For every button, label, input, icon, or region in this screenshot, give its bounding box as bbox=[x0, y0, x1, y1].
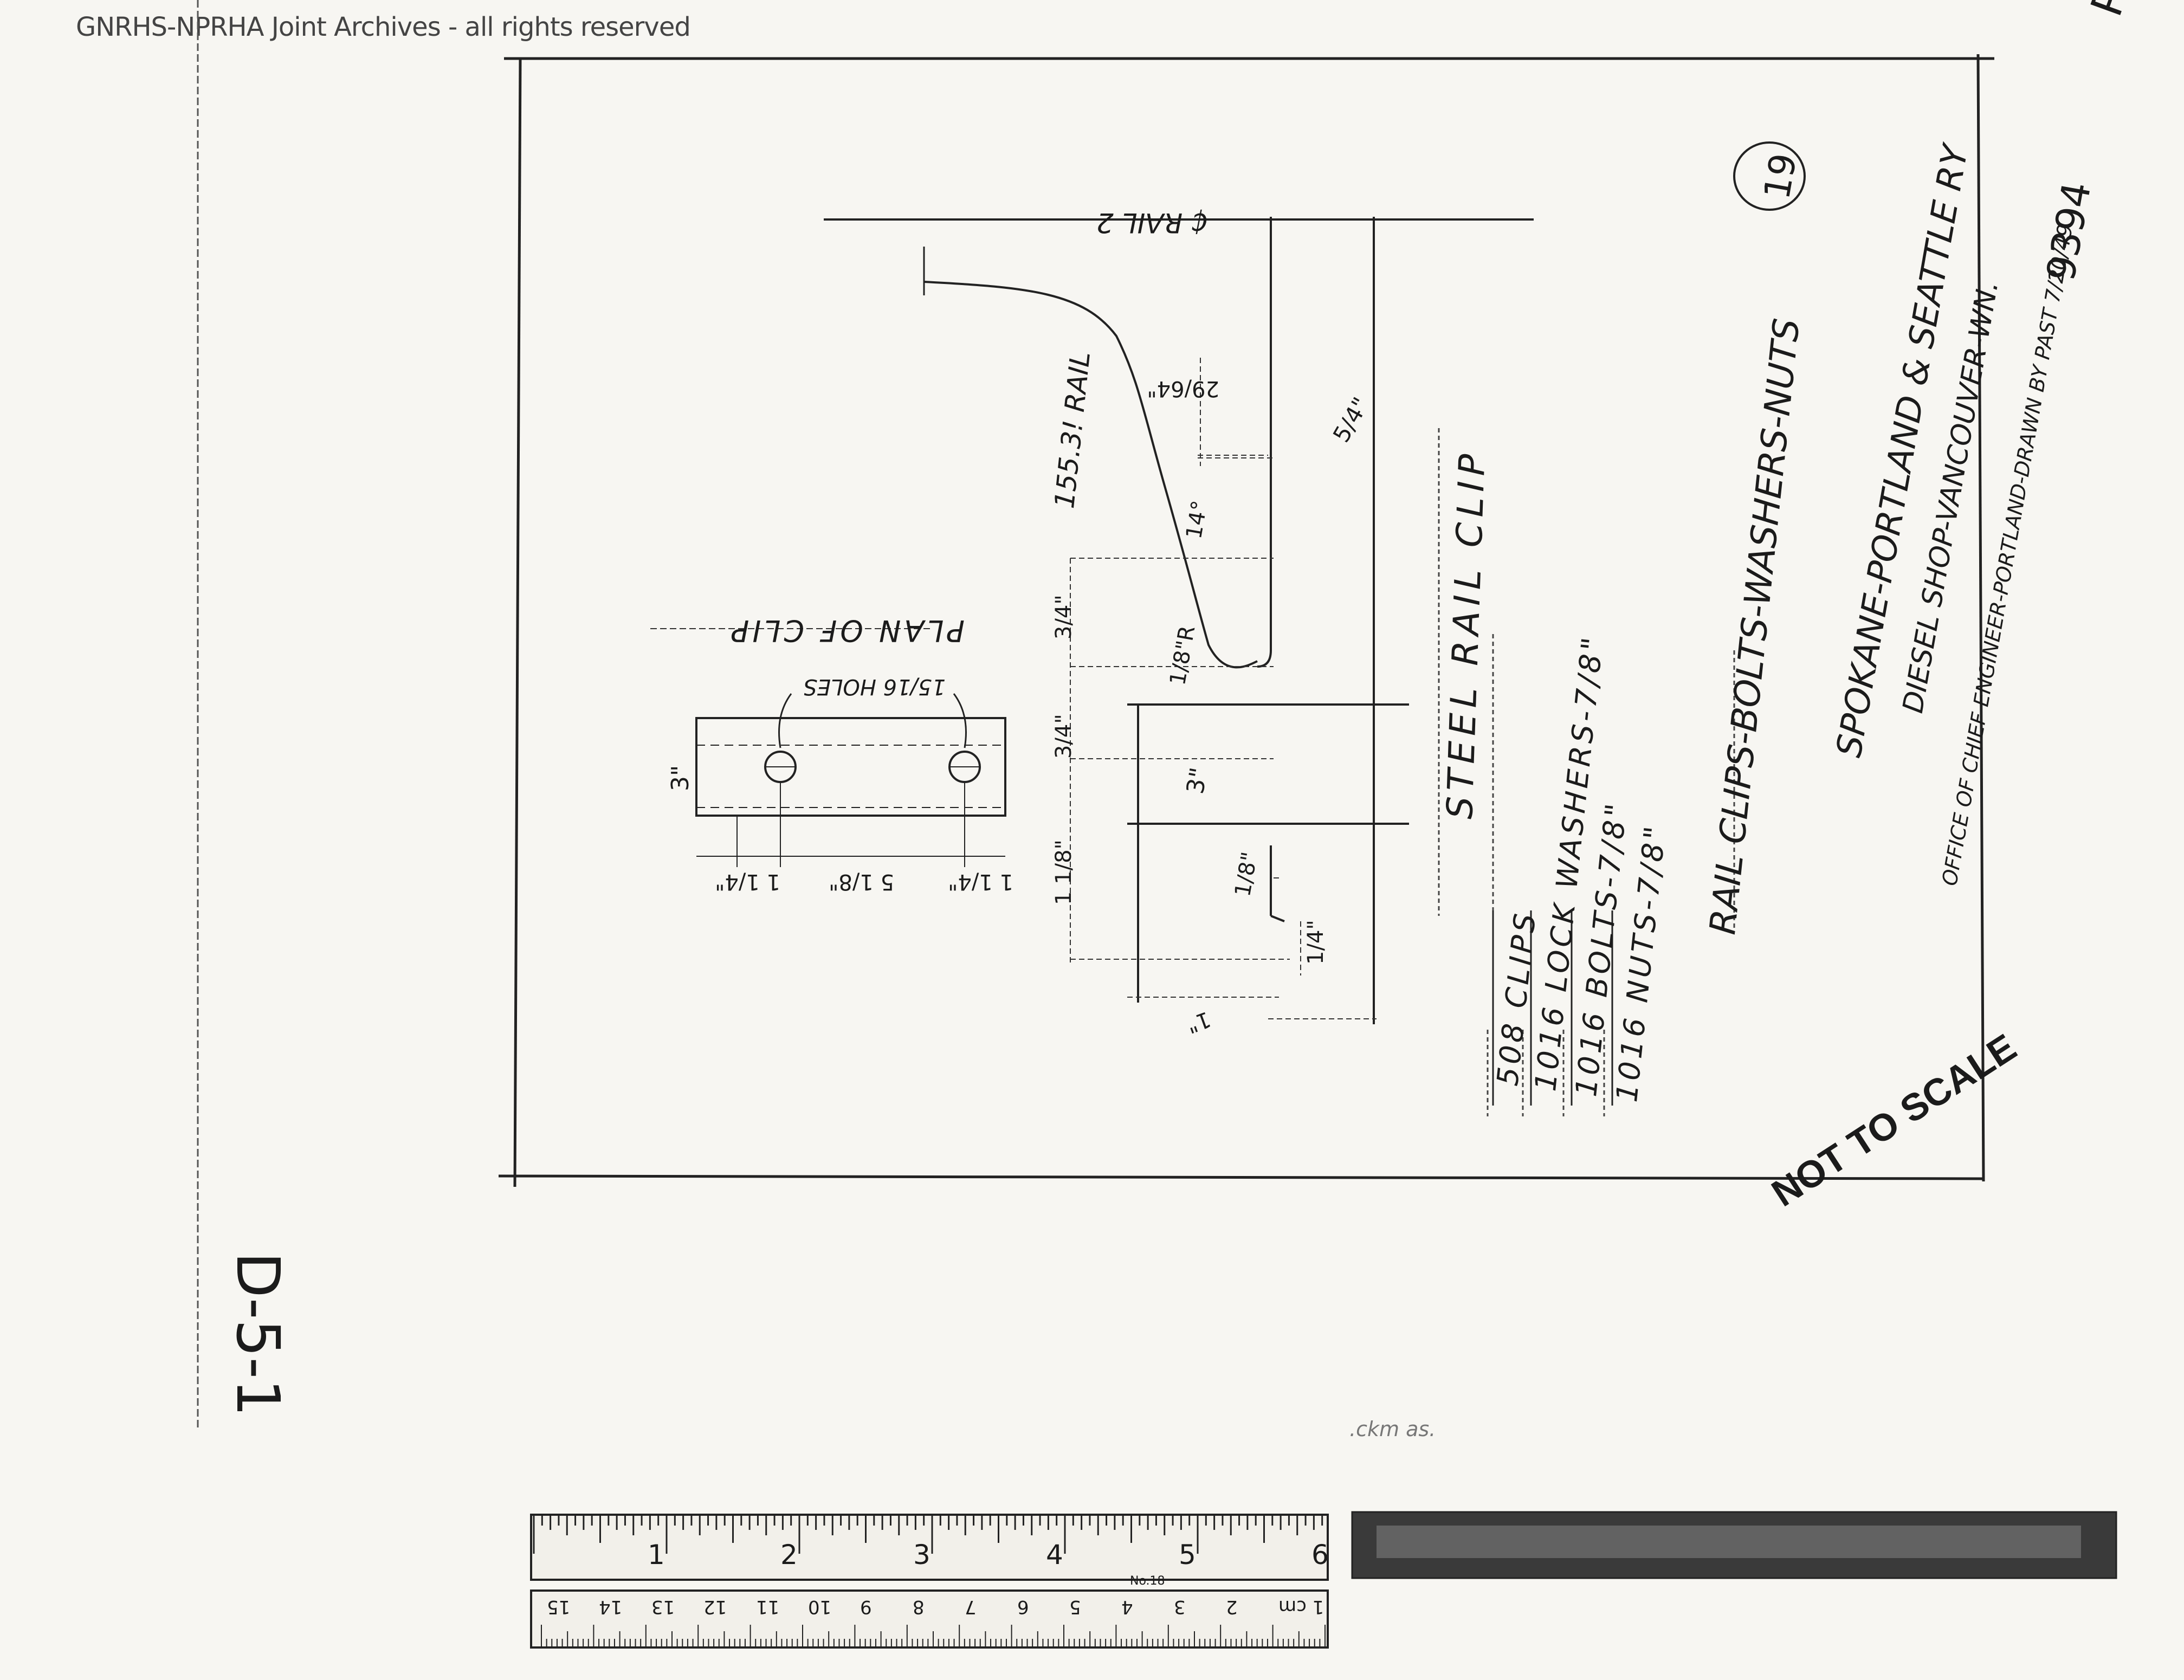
plan-of-clip bbox=[695, 693, 1006, 867]
sheet-id: D-5-1 bbox=[223, 1252, 293, 1417]
rail-centerline-label: ₵ RAIL 2 bbox=[1096, 207, 1209, 238]
rail-profile bbox=[923, 281, 1258, 669]
plan-dim-mid: 5 1/8" bbox=[829, 869, 894, 894]
center-marks bbox=[1438, 428, 1735, 1116]
item-number-circle bbox=[1733, 141, 1806, 211]
clip-profile bbox=[1127, 217, 1409, 1024]
ruler-cm-label: 2 bbox=[1226, 1596, 1238, 1618]
ruler-inch-label: 3 bbox=[913, 1539, 931, 1571]
dim-1-4: 1/4" bbox=[1303, 920, 1328, 965]
plan-width: 3" bbox=[667, 765, 694, 791]
ruler-cm-labels: 1 cm 2 3 4 5 6 7 8 9 10 11 12 13 14 15 bbox=[531, 1596, 1328, 1623]
ruler-inch-label: 1 bbox=[648, 1539, 665, 1571]
item-number: 19 bbox=[1756, 150, 1805, 203]
ruler-cm-label: 6 bbox=[1017, 1596, 1029, 1618]
ruler-inch-label: 4 bbox=[1046, 1539, 1063, 1571]
plan-dim-left: 1 1/4" bbox=[715, 869, 780, 894]
plan-dim-right: 1 1/4" bbox=[948, 869, 1013, 894]
stamp-texture bbox=[1377, 1526, 2081, 1558]
ruler-cm-label: 10 bbox=[808, 1596, 832, 1618]
archive-watermark: GNRHS-NPRHA Joint Archives - all rights … bbox=[76, 12, 691, 42]
ruler-inch-label: 5 bbox=[1179, 1539, 1196, 1571]
ruler-cm-label: 3 bbox=[1173, 1596, 1186, 1618]
ruler-cm-label: 15 bbox=[547, 1596, 571, 1618]
ruler-cm-label: 8 bbox=[912, 1596, 925, 1618]
ruler-cm-label: 1 cm bbox=[1278, 1596, 1324, 1618]
dim-3: 3" bbox=[1181, 765, 1213, 796]
ruler-cm-label: 11 bbox=[755, 1596, 779, 1618]
ruler-inch-labels: 1 2 3 4 5 6 bbox=[531, 1539, 1329, 1572]
dim-3-4: 3/4" bbox=[1051, 714, 1076, 759]
ruler-cm-label: 4 bbox=[1121, 1596, 1134, 1618]
ruler-cm-label: 12 bbox=[703, 1596, 727, 1618]
plan-title: PLAN OF CLIP bbox=[728, 613, 965, 648]
smudge-text: .ckm as. bbox=[1349, 1417, 1436, 1441]
ruler-cm-label: 9 bbox=[860, 1596, 873, 1618]
dimension-lines bbox=[1070, 358, 1377, 1019]
ruler-model: No.18 bbox=[1130, 1574, 1165, 1588]
dim-29-64: 29/64" bbox=[1147, 376, 1219, 401]
ruler bbox=[530, 1514, 1329, 1649]
hole-label: 15/16 HOLES bbox=[803, 674, 946, 699]
ruler-inch-label: 6 bbox=[1311, 1539, 1329, 1571]
ruler-cm-label: 7 bbox=[965, 1596, 977, 1618]
bom-underlines bbox=[1492, 910, 1613, 1106]
ruler-cm-label: 14 bbox=[599, 1596, 623, 1618]
drawing-border bbox=[498, 54, 1994, 1187]
ruler-cm-label: 5 bbox=[1069, 1596, 1081, 1618]
ruler-cm-label: 13 bbox=[651, 1596, 675, 1618]
dim-1-1-8: 1 1/8" bbox=[1051, 839, 1076, 905]
ruler-inch-label: 2 bbox=[780, 1539, 798, 1571]
dim-3-4-top: 3/4" bbox=[1051, 595, 1076, 639]
